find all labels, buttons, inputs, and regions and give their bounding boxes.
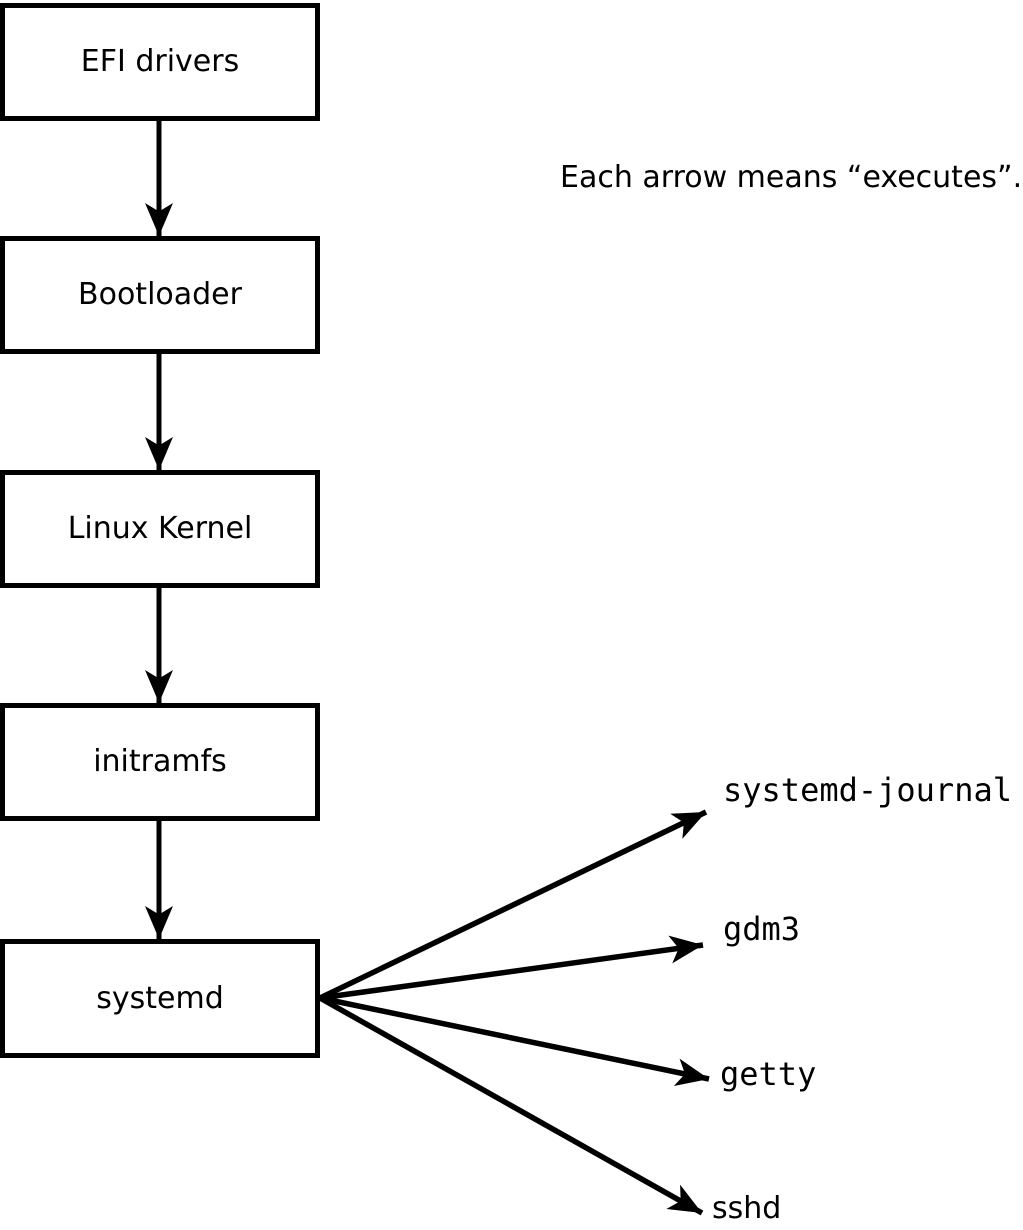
node-linux-kernel: Linux Kernel <box>0 470 320 588</box>
label-sshd: sshd <box>712 1191 782 1226</box>
node-linux-kernel-label: Linux Kernel <box>67 511 253 546</box>
arrow-meaning-note: Each arrow means “executes”. <box>560 160 1023 195</box>
arrow-systemd-to-getty <box>319 995 710 1086</box>
node-bootloader-label: Bootloader <box>78 277 242 312</box>
node-efi-drivers-label: EFI drivers <box>80 44 240 79</box>
node-efi-drivers: EFI drivers <box>0 3 320 121</box>
arrow-systemd-to-sshd <box>318 995 704 1216</box>
label-getty: getty <box>720 1055 817 1093</box>
arrow-systemd-to-journal <box>318 809 708 1001</box>
node-systemd-label: systemd <box>96 980 224 1016</box>
node-systemd: systemd <box>0 939 320 1058</box>
label-gdm3: gdm3 <box>723 910 801 948</box>
arrow-systemd-to-gdm3 <box>319 935 704 1001</box>
label-systemd-journal: systemd-journal <box>723 771 1012 809</box>
node-initramfs: initramfs <box>0 703 320 821</box>
node-initramfs-label: initramfs <box>93 744 227 779</box>
node-bootloader: Bootloader <box>0 236 320 354</box>
